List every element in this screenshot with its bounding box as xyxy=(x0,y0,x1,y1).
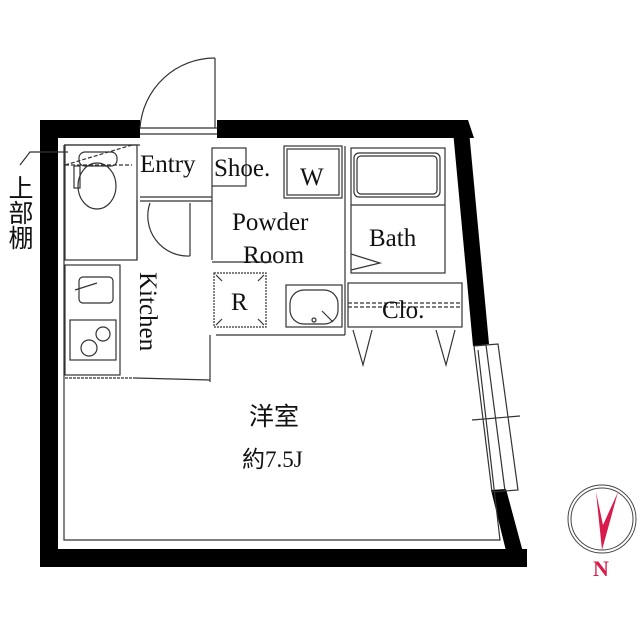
powder-room-label-line2: Room xyxy=(243,242,305,269)
powder-room-label-line1: Powder xyxy=(232,209,309,236)
washer-label: W xyxy=(300,164,324,191)
shoe-cabinet-label: Shoe. xyxy=(214,155,271,182)
outer-walls xyxy=(40,120,527,567)
bath-label: Bath xyxy=(369,225,417,252)
western-room-label: 洋室 xyxy=(249,404,300,431)
compass-north-label: N xyxy=(593,556,609,581)
upper-shelf-text: 上部棚 xyxy=(5,175,32,250)
kitchen-label: Kitchen xyxy=(134,272,161,352)
western-room-size: 約7.5J xyxy=(242,447,303,472)
upper-shelf-annotation: 上部棚 xyxy=(4,175,32,257)
interior-lines xyxy=(19,57,521,541)
entry-label: Entry xyxy=(140,151,196,178)
compass-icon xyxy=(567,484,637,554)
refrigerator-label: R xyxy=(231,289,248,316)
closet-label: Clo. xyxy=(382,297,425,324)
